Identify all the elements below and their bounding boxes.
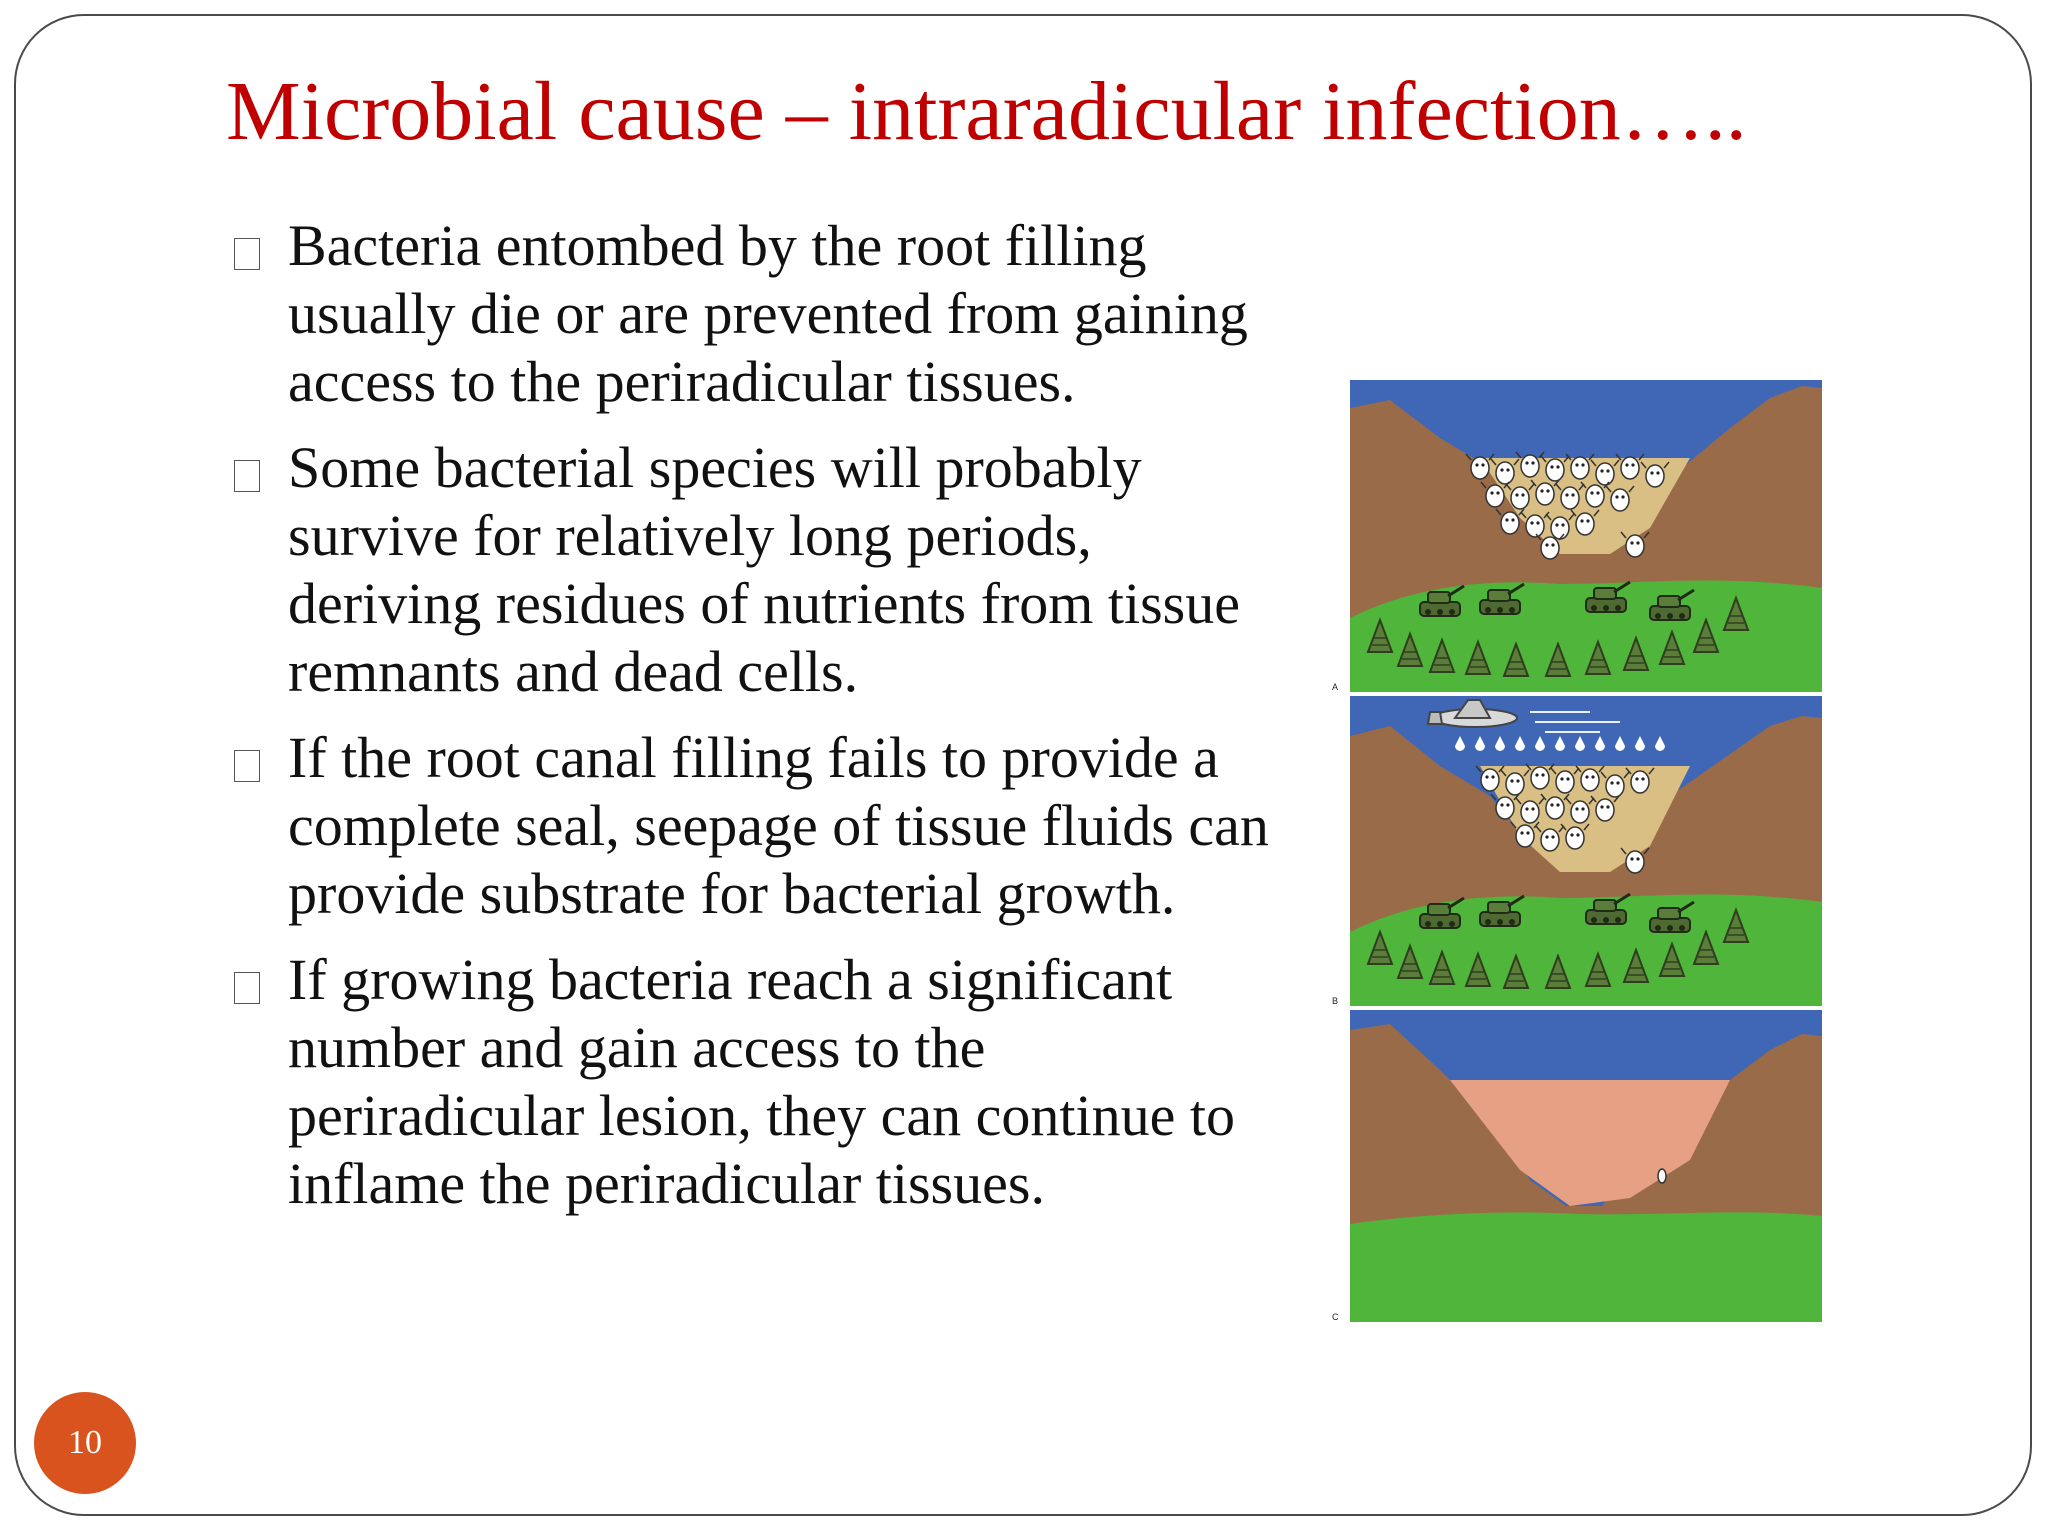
panel-a: A [1332,380,1822,692]
bullet-text: If growing bacteria reach a significant … [288,947,1235,1216]
bullet-list: Bacteria entombed by the root filling us… [230,212,1290,1236]
bullet-box-icon [234,460,260,492]
battlefield-illustration: A [1330,378,1822,1328]
airplane-icon [1426,699,1620,733]
page-number-badge: 10 [34,1392,136,1494]
bullet-box-icon [234,238,260,270]
bullet-box-icon [234,750,260,782]
bullet-item: If the root canal filling fails to provi… [230,724,1290,928]
bullet-text: If the root canal filling fails to provi… [288,725,1269,926]
panel-label-c: C [1332,1312,1339,1322]
bullet-item: If growing bacteria reach a significant … [230,946,1290,1218]
bullet-item: Bacteria entombed by the root filling us… [230,212,1290,416]
panel-label-b: B [1332,996,1338,1006]
panel-c: C [1332,1010,1822,1322]
battlefield-svg: A [1332,380,1822,1322]
bullet-item: Some bacterial species will probably sur… [230,434,1290,706]
spray-drops [1455,736,1665,751]
panel-label-a: A [1332,682,1338,692]
panel-b: B [1332,696,1822,1006]
bullet-text: Bacteria entombed by the root filling us… [288,213,1248,414]
bullet-text: Some bacterial species will probably sur… [288,435,1240,704]
lone-bacterium-icon [1657,1168,1667,1184]
slide-title: Microbial cause – intraradicular infecti… [226,65,1747,158]
bullet-box-icon [234,972,260,1004]
